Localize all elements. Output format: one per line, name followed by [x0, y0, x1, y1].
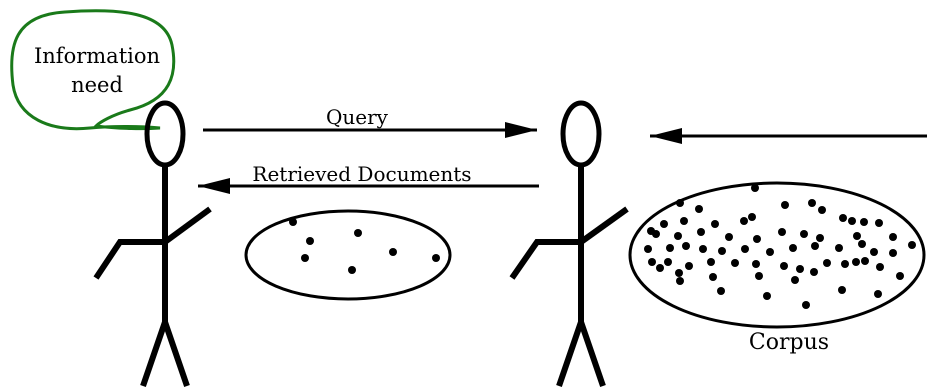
corpus-document-dot [848, 217, 856, 225]
corpus-document-dot [858, 240, 866, 248]
system-right-arm [579, 206, 629, 245]
corpus-document-dot [699, 245, 707, 253]
query-label: Query [326, 105, 389, 129]
user-right-leg [162, 321, 190, 387]
corpus-document-dot [889, 249, 897, 257]
corpus-document-dot [889, 233, 897, 241]
system-right-leg [578, 321, 606, 387]
corpus-document-dot [870, 248, 878, 256]
corpus-document-dot [656, 264, 664, 272]
corpus-document-dot [682, 242, 690, 250]
corpus-document-dot [853, 232, 861, 240]
corpus-document-dot [874, 290, 882, 298]
corpus-document-dot [717, 287, 725, 295]
corpus-document-dot [695, 205, 703, 213]
bubble-line-1: Information [34, 44, 160, 68]
corpus-document-dot [861, 257, 869, 265]
corpus-document-dot [711, 220, 719, 228]
corpus-document-dot [852, 258, 860, 266]
corpus-document-dot [811, 242, 819, 250]
retrieved-document-dot [389, 248, 397, 256]
corpus-document-dot [810, 268, 818, 276]
corpus-document-dot [752, 260, 760, 268]
corpus-document-dot [808, 199, 816, 207]
corpus-document-dot [755, 272, 763, 280]
retrieved-set-ellipse [244, 209, 452, 301]
corpus-document-dot [818, 206, 826, 214]
corpus-ellipse [628, 181, 926, 329]
corpus-document-dot [652, 230, 660, 238]
bubble-line-2: need [71, 73, 123, 97]
corpus-document-dot [676, 277, 684, 285]
corpus-document-dot [685, 262, 693, 270]
corpus-document-dot [896, 272, 904, 280]
corpus-document-dot [860, 218, 868, 226]
corpus-document-dot [675, 269, 683, 277]
corpus-document-dot [876, 263, 884, 271]
corpus-document-dot [841, 260, 849, 268]
corpus-document-dot [644, 245, 652, 253]
corpus-document-dot [753, 235, 761, 243]
user-left-leg [140, 321, 168, 387]
corpus-document-dot [664, 258, 672, 266]
corpus-document-dot [680, 217, 688, 225]
retrieved-document-dot [301, 254, 309, 262]
retrieved-label: Retrieved Documents [252, 162, 471, 186]
corpus-arrowhead [650, 128, 682, 144]
corpus-document-dot [674, 232, 682, 240]
system-left-arm [509, 239, 581, 280]
corpus-document-dot [800, 230, 808, 238]
corpus-document-dot [835, 244, 843, 252]
corpus-document-dot [763, 292, 771, 300]
corpus-document-dot [740, 217, 748, 225]
corpus-document-dot [816, 234, 824, 242]
corpus-document-dot [875, 219, 883, 227]
corpus-document-dot [908, 241, 916, 249]
corpus-document-dot [707, 258, 715, 266]
thought-bubble [10, 9, 176, 131]
corpus-document-dot [741, 245, 749, 253]
query-arrowhead [505, 122, 537, 138]
system-stick-figure [509, 100, 629, 387]
retrieved-document-dot [354, 229, 362, 237]
system-left-leg [556, 321, 584, 387]
corpus-document-dot [697, 228, 705, 236]
corpus-document-dot [718, 247, 726, 255]
corpus-document-dot [802, 301, 810, 309]
corpus-document-dot [676, 199, 684, 207]
corpus-document-dot [839, 214, 847, 222]
corpus-document-dot [666, 244, 674, 252]
corpus-document-dot [748, 213, 756, 221]
system-head [560, 100, 602, 168]
corpus-document-dot [766, 248, 774, 256]
retrieved-dots [289, 218, 440, 274]
corpus-document-dot [731, 259, 739, 267]
corpus-document-dot [838, 286, 846, 294]
corpus-dots [644, 184, 916, 309]
corpus-document-dot [751, 184, 759, 192]
corpus-document-dot [780, 262, 788, 270]
corpus-label: Corpus [749, 330, 829, 355]
corpus-document-dot [709, 273, 717, 281]
corpus-document-dot [791, 276, 799, 284]
corpus-document-dot [648, 258, 656, 266]
corpus-document-dot [778, 228, 786, 236]
corpus-document-dot [781, 201, 789, 209]
corpus-document-dot [796, 265, 804, 273]
user-stick-figure [93, 100, 212, 387]
corpus-document-dot [660, 220, 668, 228]
corpus-document-dot [725, 233, 733, 241]
corpus-document-dot [823, 259, 831, 267]
corpus-document-dot [789, 244, 797, 252]
retrieved-document-dot [432, 254, 440, 262]
retrieved-document-dot [348, 266, 356, 274]
user-left-arm [93, 239, 165, 280]
retrieved-arrowhead [198, 178, 230, 194]
user-right-arm [163, 206, 212, 245]
retrieved-document-dot [306, 237, 314, 245]
retrieved-document-dot [289, 218, 297, 226]
user-head [144, 100, 186, 168]
